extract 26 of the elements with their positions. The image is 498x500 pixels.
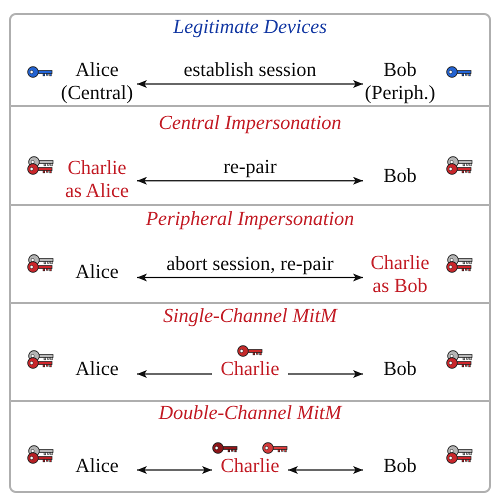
device-name: Bob xyxy=(383,358,417,380)
panel xyxy=(9,302,491,400)
panel xyxy=(9,400,491,493)
panel-title: Peripheral Impersonation xyxy=(146,208,354,230)
device-name: Bob (Periph.) xyxy=(364,58,436,104)
arrow xyxy=(137,370,212,378)
panel-title: Single-Channel MitM xyxy=(163,305,337,327)
panel-title: Double-Channel MitM xyxy=(158,402,342,424)
device-name: Charlie as Bob xyxy=(370,252,430,297)
arrow xyxy=(137,176,363,185)
device-name: Alice xyxy=(75,260,119,282)
device-name: Bob xyxy=(383,454,417,476)
arrow xyxy=(288,466,363,474)
arrow xyxy=(137,80,363,88)
device-name: Alice xyxy=(75,454,119,476)
device-name: Alice xyxy=(75,358,119,380)
device-name: Charlie xyxy=(220,454,280,476)
arrow xyxy=(288,370,363,378)
arrow xyxy=(137,466,212,474)
device-name: Bob xyxy=(383,164,417,186)
device-name: Alice (Central) xyxy=(60,58,134,104)
arrow xyxy=(137,274,363,282)
panel-title: Legitimate Devices xyxy=(173,16,327,38)
panel-title: Central Impersonation xyxy=(158,112,342,134)
device-name: Charlie as Alice xyxy=(65,156,129,202)
device-name: Charlie xyxy=(220,358,280,380)
